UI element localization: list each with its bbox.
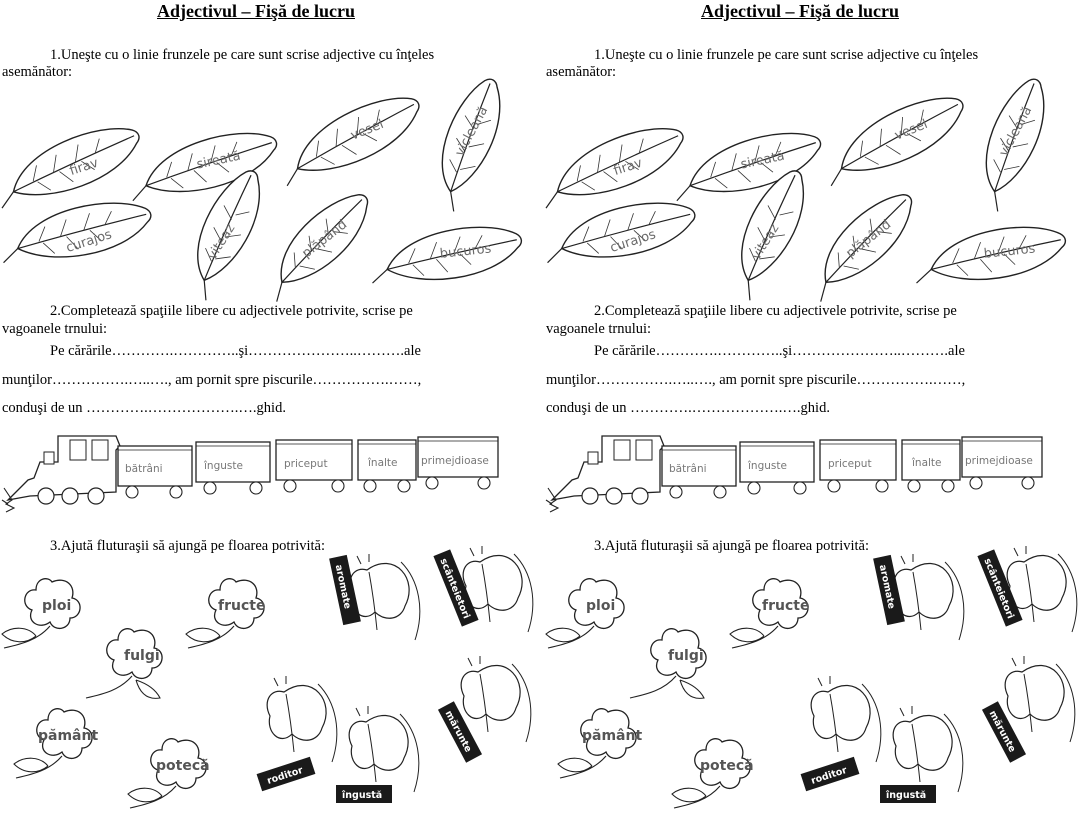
train-locomotive [545,435,665,513]
flower-2-label: fructe [218,598,265,614]
butterfly-5: îngustă [336,706,420,803]
exercise2-sentence-1: Pe cărările………….…………..şi…………………..……….ale [50,343,421,359]
train-wagon-5: primejdioase [961,436,1043,490]
exercise2-instruction-cont: vagoanele trnului: [2,321,108,337]
flower-4: pământ [557,708,642,779]
wagon-2-label: înguste [203,460,243,472]
train-wagon-1: bătrâni [661,445,737,499]
flower-3: fulgi [629,628,707,699]
exercise2-instruction: 2.Completează spaţiile libere cu adjecti… [50,303,413,319]
wagon-5-label: primejdioase [965,455,1033,467]
butterfly-5-label: îngustă [885,790,926,801]
wagon-1-label: bătrâni [125,463,163,475]
flower-5-label: potecă [700,758,754,774]
leaf-8-label: bucuros [983,241,1036,261]
leaf-2: sireată [676,132,822,202]
leaf-2: sireată [132,132,278,202]
exercise1-instruction: 1.Uneşte cu o linie frunzele pe care sun… [50,47,435,63]
train-wagon-1: bătrâni [117,445,193,499]
wagon-1-label: bătrâni [669,463,707,475]
flower-3-label: fulgi [124,648,160,664]
flower-5: potecă [671,738,754,809]
butterfly-2: scânteietori [977,546,1078,633]
flower-1-label: ploi [42,598,71,614]
flower-5: potecă [127,738,210,809]
flower-5-label: potecă [156,758,210,774]
worksheet-art: firav sireată vesel vicleană curajos [545,78,1078,809]
leaf-4: vicleană [441,78,501,212]
butterfly-4: roditor [800,676,882,792]
flower-1: ploi [1,578,81,649]
leaf-3: vesel [830,97,964,187]
leaf-7: plăpând [276,194,369,302]
worksheet-title: Adjectivul – Fişă de lucru [701,1,899,21]
train-wagon-5: primejdioase [417,436,499,490]
wagon-4-label: înalte [911,457,942,469]
leaf-4: vicleană [985,78,1045,212]
train-wagon-3: priceput [819,439,897,493]
exercise2-sentence-3: conduşi de un ………….……………….….ghid. [546,400,830,416]
wagon-5-label: primejdioase [421,455,489,467]
flower-4-label: pământ [38,728,98,744]
flower-4: pământ [13,708,98,779]
exercise1-instruction-cont: asemănător: [546,64,617,80]
exercise1-instruction: 1.Uneşte cu o linie frunzele pe care sun… [594,47,979,63]
wagon-4-label: înalte [367,457,398,469]
leaf-1: firav [1,128,140,209]
train-wagon-4: înalte [901,439,961,493]
worksheet-title: Adjectivul – Fişă de lucru [157,1,355,21]
butterfly-5: îngustă [880,706,964,803]
exercise3-instruction: 3.Ajută fluturaşii să ajungă pe floarea … [50,538,326,554]
train-wagon-2: înguste [195,441,271,495]
exercise2-instruction: 2.Completează spaţiile libere cu adjecti… [594,303,957,319]
butterfly-3: mărunte [437,656,532,763]
worksheet-left: Adjectivul – Fişă de lucru 1.Uneşte cu o… [1,1,534,809]
flower-2: fructe [729,578,809,649]
train-wagon-3: priceput [275,439,353,493]
exercise2-sentence-2: munţilor…………….…..…., am pornit spre pisc… [546,372,966,388]
butterfly-1: aromate [329,554,421,641]
flower-2-label: fructe [762,598,809,614]
butterfly-3: mărunte [981,656,1076,763]
wagon-3-label: priceput [828,458,872,470]
exercise2-sentence-3: conduşi de un ………….……………….….ghid. [2,400,286,416]
leaf-8: bucuros [372,226,523,284]
leaf-6: viteaz [197,170,260,301]
flower-1: ploi [545,578,625,649]
leaf-3: vesel [286,97,420,187]
leaf-8: bucuros [916,226,1067,284]
train-locomotive [1,435,121,513]
butterfly-5-label: îngustă [341,790,382,801]
flower-3: fulgi [85,628,163,699]
flower-2: fructe [185,578,265,649]
exercise2-instruction-cont: vagoanele trnului: [546,321,652,337]
butterfly-2: scânteietori [433,546,534,633]
train-wagon-4: înalte [357,439,417,493]
leaf-6: viteaz [741,170,804,301]
wagon-2-label: înguste [747,460,787,472]
butterfly-1: aromate [873,554,965,641]
flower-1-label: ploi [586,598,615,614]
flower-3-label: fulgi [668,648,704,664]
exercise2-sentence-1: Pe cărările………….…………..şi…………………..……….ale [594,343,965,359]
leaf-5: curajos [547,202,696,264]
worksheet-art: firav sireată vesel vicleană curajos [1,78,534,809]
exercise1-instruction-cont: asemănător: [2,64,73,80]
leaf-8-label: bucuros [439,241,492,261]
train-wagon-2: înguste [739,441,815,495]
leaf-1: firav [545,128,684,209]
leaf-7: plăpând [820,194,913,302]
wagon-3-label: priceput [284,458,328,470]
exercise3-instruction: 3.Ajută fluturaşii să ajungă pe floarea … [594,538,870,554]
butterfly-4: roditor [256,676,338,792]
worksheet-right: Adjectivul – Fişă de lucru 1.Uneşte cu o… [544,0,1088,837]
exercise2-sentence-2: munţilor…………….…..…., am pornit spre pisc… [2,372,422,388]
leaf-5: curajos [3,202,152,264]
flower-4-label: pământ [582,728,642,744]
